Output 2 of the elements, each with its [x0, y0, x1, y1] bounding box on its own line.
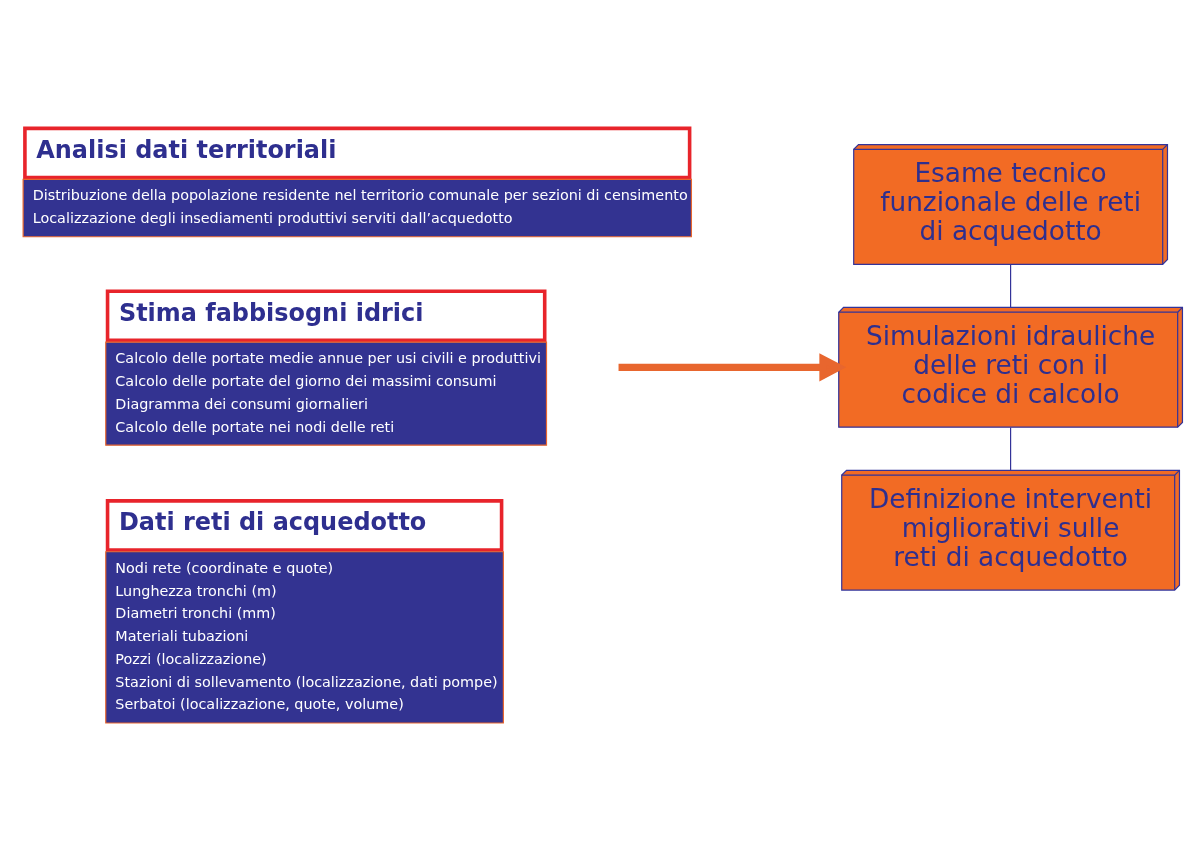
- connector: [1010, 426, 1012, 471]
- connector: [1010, 263, 1012, 308]
